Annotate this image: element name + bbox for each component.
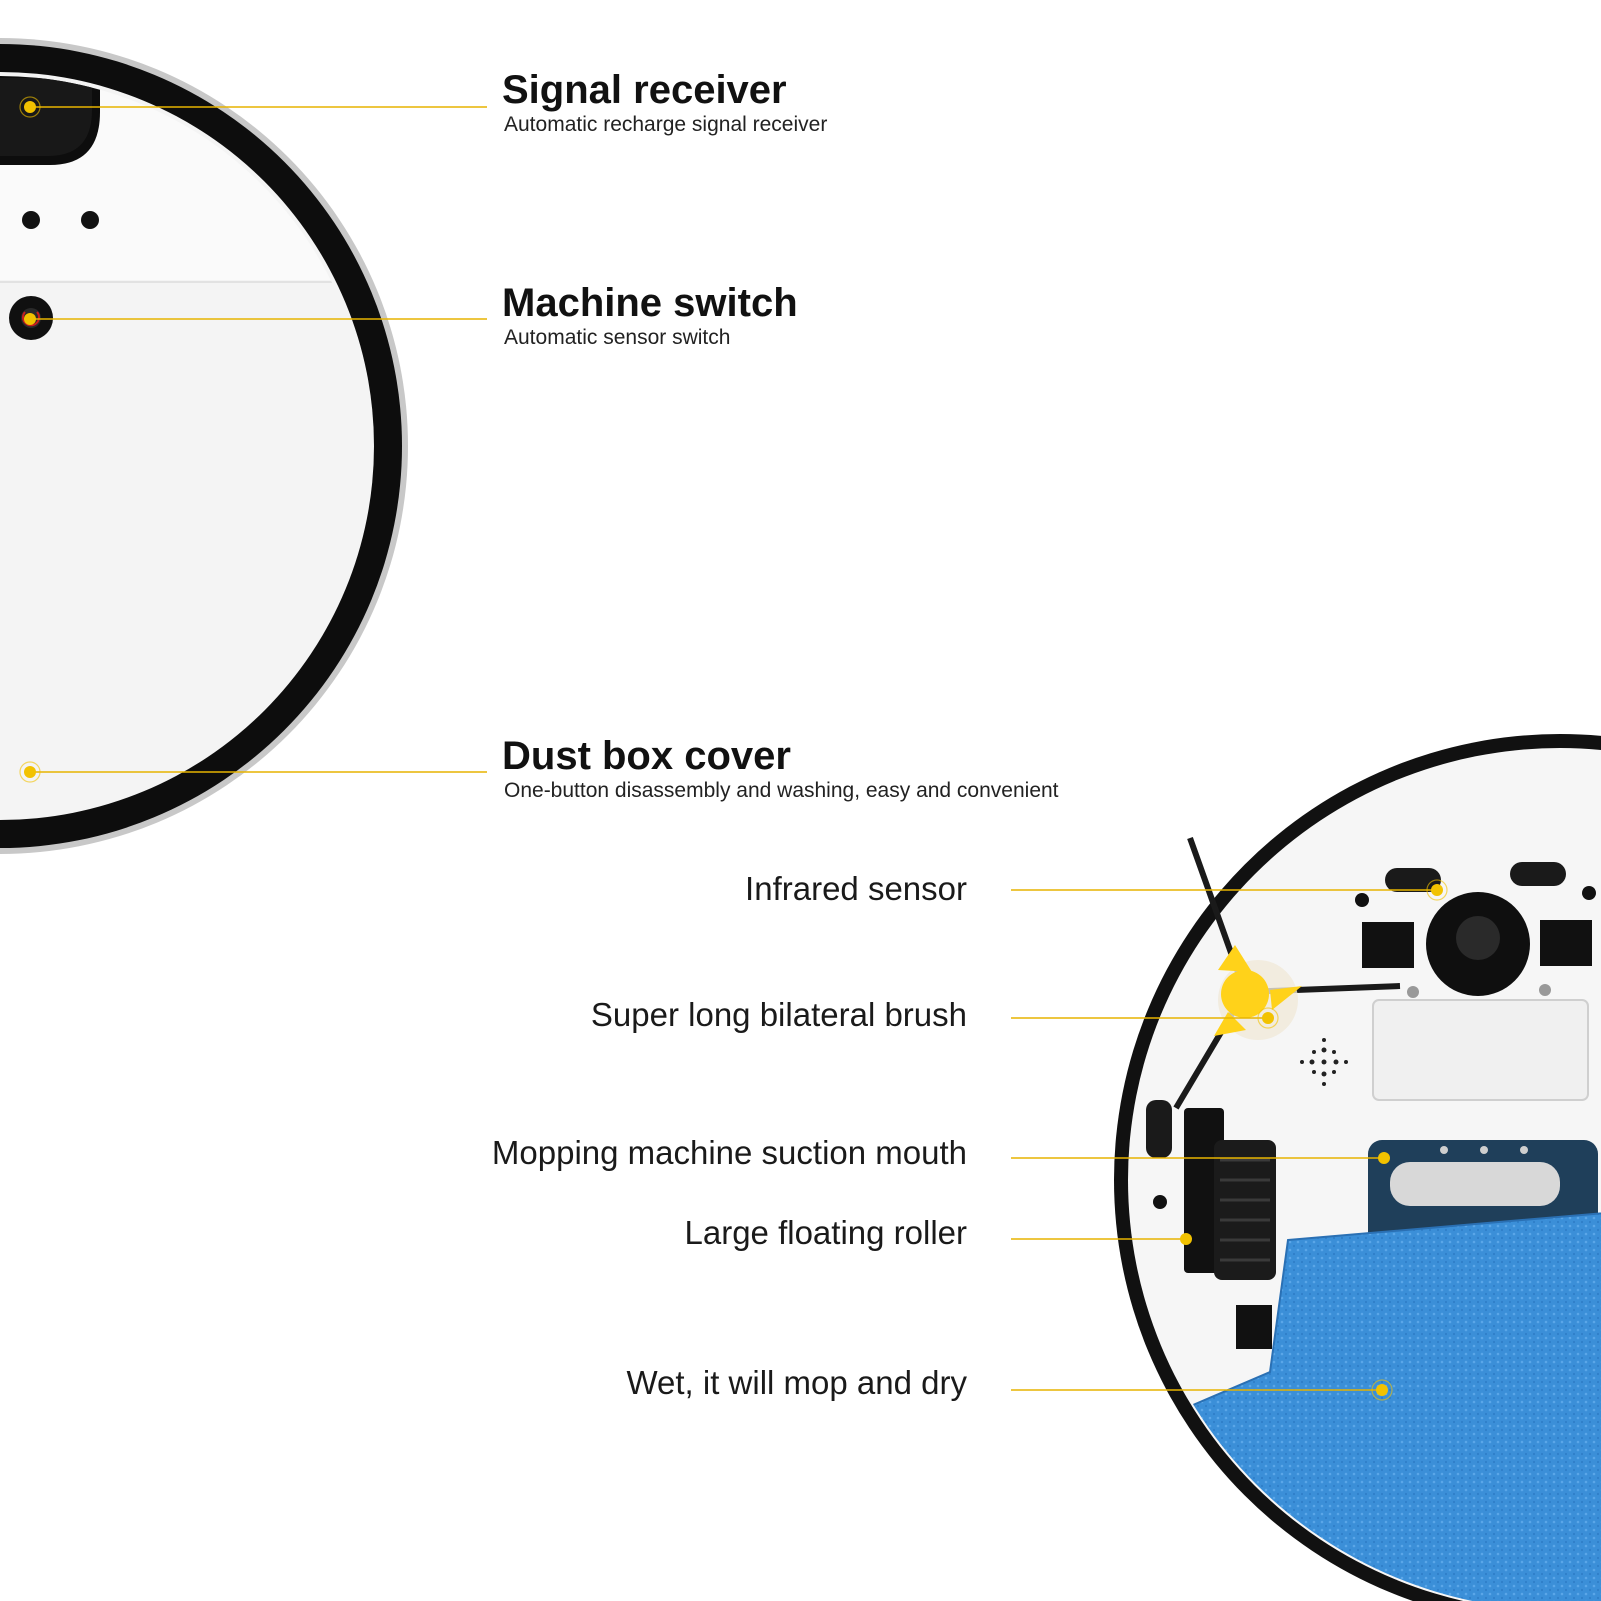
callout-subtitle: One-button disassembly and washing, easy… bbox=[504, 779, 1059, 802]
callout-signal-receiver: Signal receiver Automatic recharge signa… bbox=[502, 68, 827, 138]
callout-title: Signal receiver bbox=[502, 68, 787, 112]
label-bilateral-brush: Super long bilateral brush bbox=[590, 996, 967, 1033]
label-infrared-sensor: Infrared sensor bbox=[745, 870, 967, 907]
robot-top-view bbox=[0, 38, 408, 854]
bottom-leader-lines bbox=[1011, 879, 1448, 1401]
indicator-dot-icon bbox=[22, 211, 40, 229]
robot-bottom-view bbox=[1114, 734, 1601, 1601]
top-leader-lines bbox=[19, 96, 487, 783]
indicator-dot-icon bbox=[81, 211, 99, 229]
label-floating-roller: Large floating roller bbox=[684, 1214, 968, 1251]
label-suction-mouth: Mopping machine suction mouth bbox=[491, 1134, 967, 1171]
callout-title: Dust box cover bbox=[502, 734, 791, 778]
callout-title: Machine switch bbox=[502, 281, 798, 325]
callout-dust-box-cover: Dust box cover One-button disassembly an… bbox=[502, 734, 1059, 804]
callout-subtitle: Automatic recharge signal receiver bbox=[504, 113, 828, 136]
callout-subtitle: Automatic sensor switch bbox=[504, 326, 731, 349]
label-mop-pad: Wet, it will mop and dry bbox=[626, 1364, 967, 1401]
speaker-grille-icon bbox=[1300, 1038, 1348, 1086]
callout-machine-switch: Machine switch Automatic sensor switch bbox=[502, 281, 798, 351]
